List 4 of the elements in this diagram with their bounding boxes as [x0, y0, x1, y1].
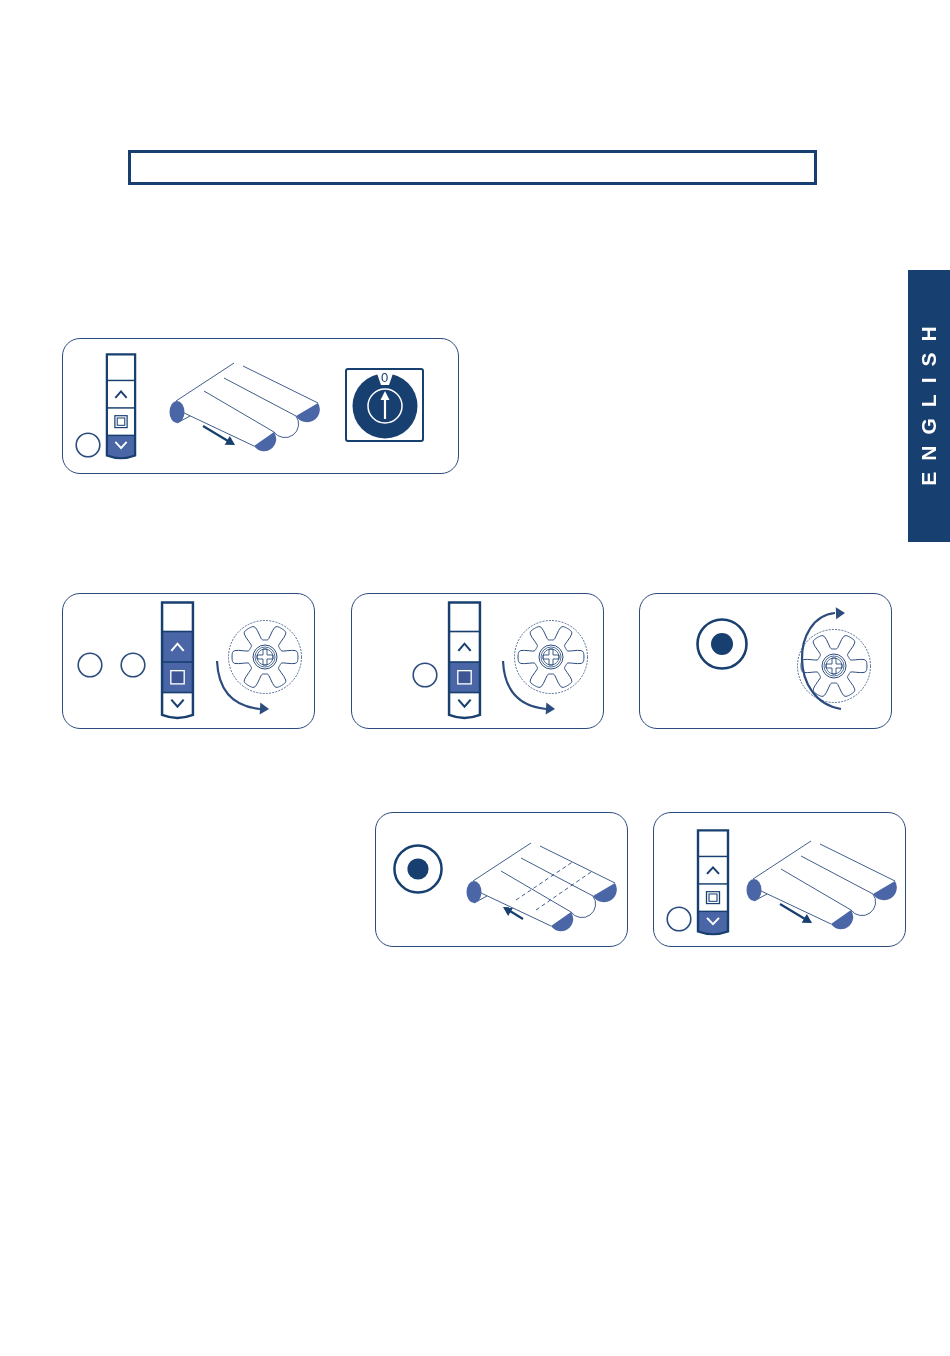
language-tab — [908, 270, 950, 542]
dial-number: 0 — [380, 371, 389, 384]
language-label: ENGLISH — [918, 315, 940, 488]
rotary-switch — [345, 368, 424, 442]
